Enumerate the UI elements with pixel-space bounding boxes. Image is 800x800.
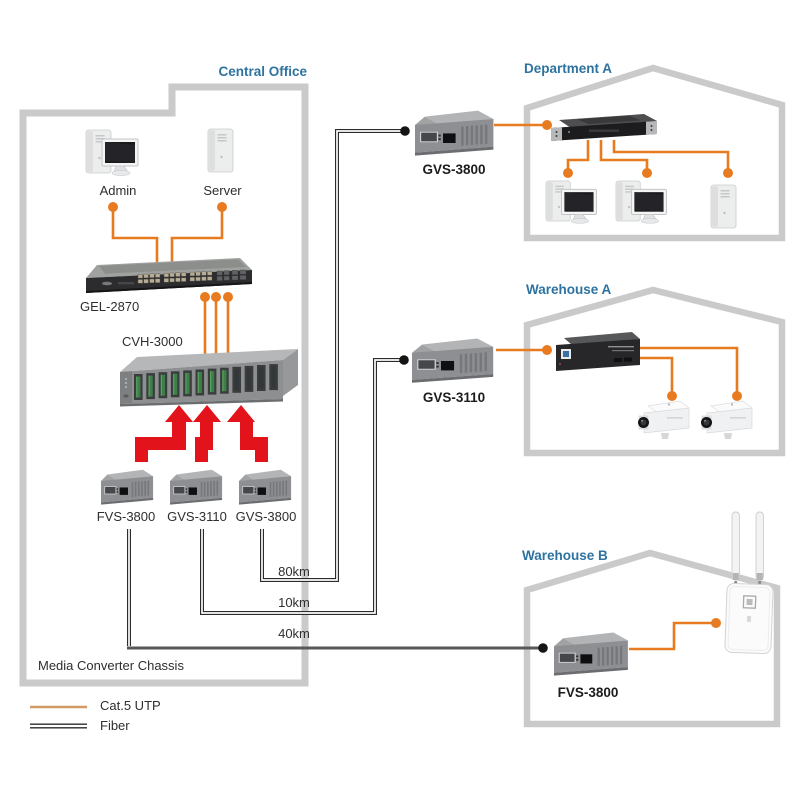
warehouse-a-converter-label: GVS-3110 bbox=[422, 390, 486, 405]
server-tower bbox=[207, 128, 234, 173]
cat5-deptswitch-to-pc3 bbox=[612, 140, 730, 172]
legend-fiber-label: Fiber bbox=[100, 718, 130, 733]
dept-a-tower-3 bbox=[710, 184, 737, 229]
warehouse-a-house-outline bbox=[523, 286, 786, 457]
department-a-house-outline bbox=[523, 64, 786, 242]
converter-fvs-3800 bbox=[100, 469, 154, 506]
central-office-outline bbox=[19, 83, 309, 687]
gel-2870-switch bbox=[86, 258, 252, 293]
insert-arrow-1 bbox=[135, 405, 193, 462]
dept-a-pc-1 bbox=[546, 181, 596, 223]
ap-antenna-left bbox=[731, 511, 740, 585]
dept-a-converter-gvs-3800 bbox=[414, 109, 495, 157]
converter-row-label-gvs-3110: GVS-3110 bbox=[167, 509, 227, 524]
wh-b-converter-fvs-3800 bbox=[553, 631, 629, 677]
cat5-nvr-to-camera2 bbox=[640, 346, 739, 395]
fiber-links bbox=[30, 126, 548, 729]
department-a-title: Department A bbox=[524, 61, 613, 76]
converter-row-label-gvs-3800: GVS-3800 bbox=[235, 509, 297, 524]
warehouse-b-converter-label: FVS-3800 bbox=[557, 685, 619, 700]
server-label: Server bbox=[203, 183, 242, 198]
converter-gvs-3800 bbox=[238, 469, 292, 506]
media-converter-chassis-note: Media Converter Chassis bbox=[38, 658, 184, 673]
insert-arrow-2 bbox=[193, 405, 221, 462]
ap-antenna-right bbox=[755, 511, 764, 585]
cat5-deptswitch-to-pc1 bbox=[566, 140, 590, 172]
cat5-admin-to-switch bbox=[111, 206, 159, 265]
chassis-insert-arrows bbox=[135, 405, 268, 462]
wh-a-camera-2 bbox=[700, 400, 753, 440]
department-a-converter-label: GVS-3800 bbox=[422, 162, 486, 177]
admin-label: Admin bbox=[99, 183, 137, 198]
ap-body bbox=[724, 582, 774, 655]
cat5-fvs3800-to-ap bbox=[629, 621, 714, 651]
distance-label-40km: 40km bbox=[278, 626, 310, 641]
building-outlines bbox=[19, 64, 786, 728]
cvh-3000-chassis bbox=[120, 349, 298, 407]
legend-cat5-label: Cat.5 UTP bbox=[100, 698, 161, 713]
central-office-title: Central Office bbox=[218, 64, 307, 79]
cat5-connector-dots bbox=[108, 120, 742, 628]
distance-label-80km: 80km bbox=[278, 564, 310, 579]
cat5-deptswitch-to-pc2 bbox=[599, 140, 649, 172]
wh-a-camera-1 bbox=[637, 400, 690, 440]
cvh-3000-label: CVH-3000 bbox=[122, 334, 183, 349]
cat5-links bbox=[30, 123, 739, 709]
converter-gvs-3110 bbox=[169, 469, 223, 506]
gel-2870-label: GEL-2870 bbox=[80, 299, 140, 314]
warehouse-b-house-outline bbox=[523, 549, 781, 728]
wh-b-access-point bbox=[724, 511, 774, 655]
distance-label-10km: 10km bbox=[278, 595, 310, 610]
warehouse-a-title: Warehouse A bbox=[526, 282, 612, 297]
dept-a-switch bbox=[551, 114, 657, 141]
cat5-nvr-to-camera1 bbox=[640, 356, 674, 395]
cat5-server-to-switch bbox=[170, 206, 224, 265]
warehouse-b-title: Warehouse B bbox=[522, 548, 608, 563]
wh-a-nvr bbox=[556, 332, 640, 371]
fiber-connector-dots bbox=[399, 126, 548, 653]
admin-workstation bbox=[86, 130, 138, 176]
dept-a-pc-2 bbox=[616, 181, 666, 223]
wh-a-converter-gvs-3110 bbox=[411, 337, 494, 384]
insert-arrow-3 bbox=[227, 405, 268, 462]
converter-row-label-fvs-3800: FVS-3800 bbox=[96, 509, 156, 524]
